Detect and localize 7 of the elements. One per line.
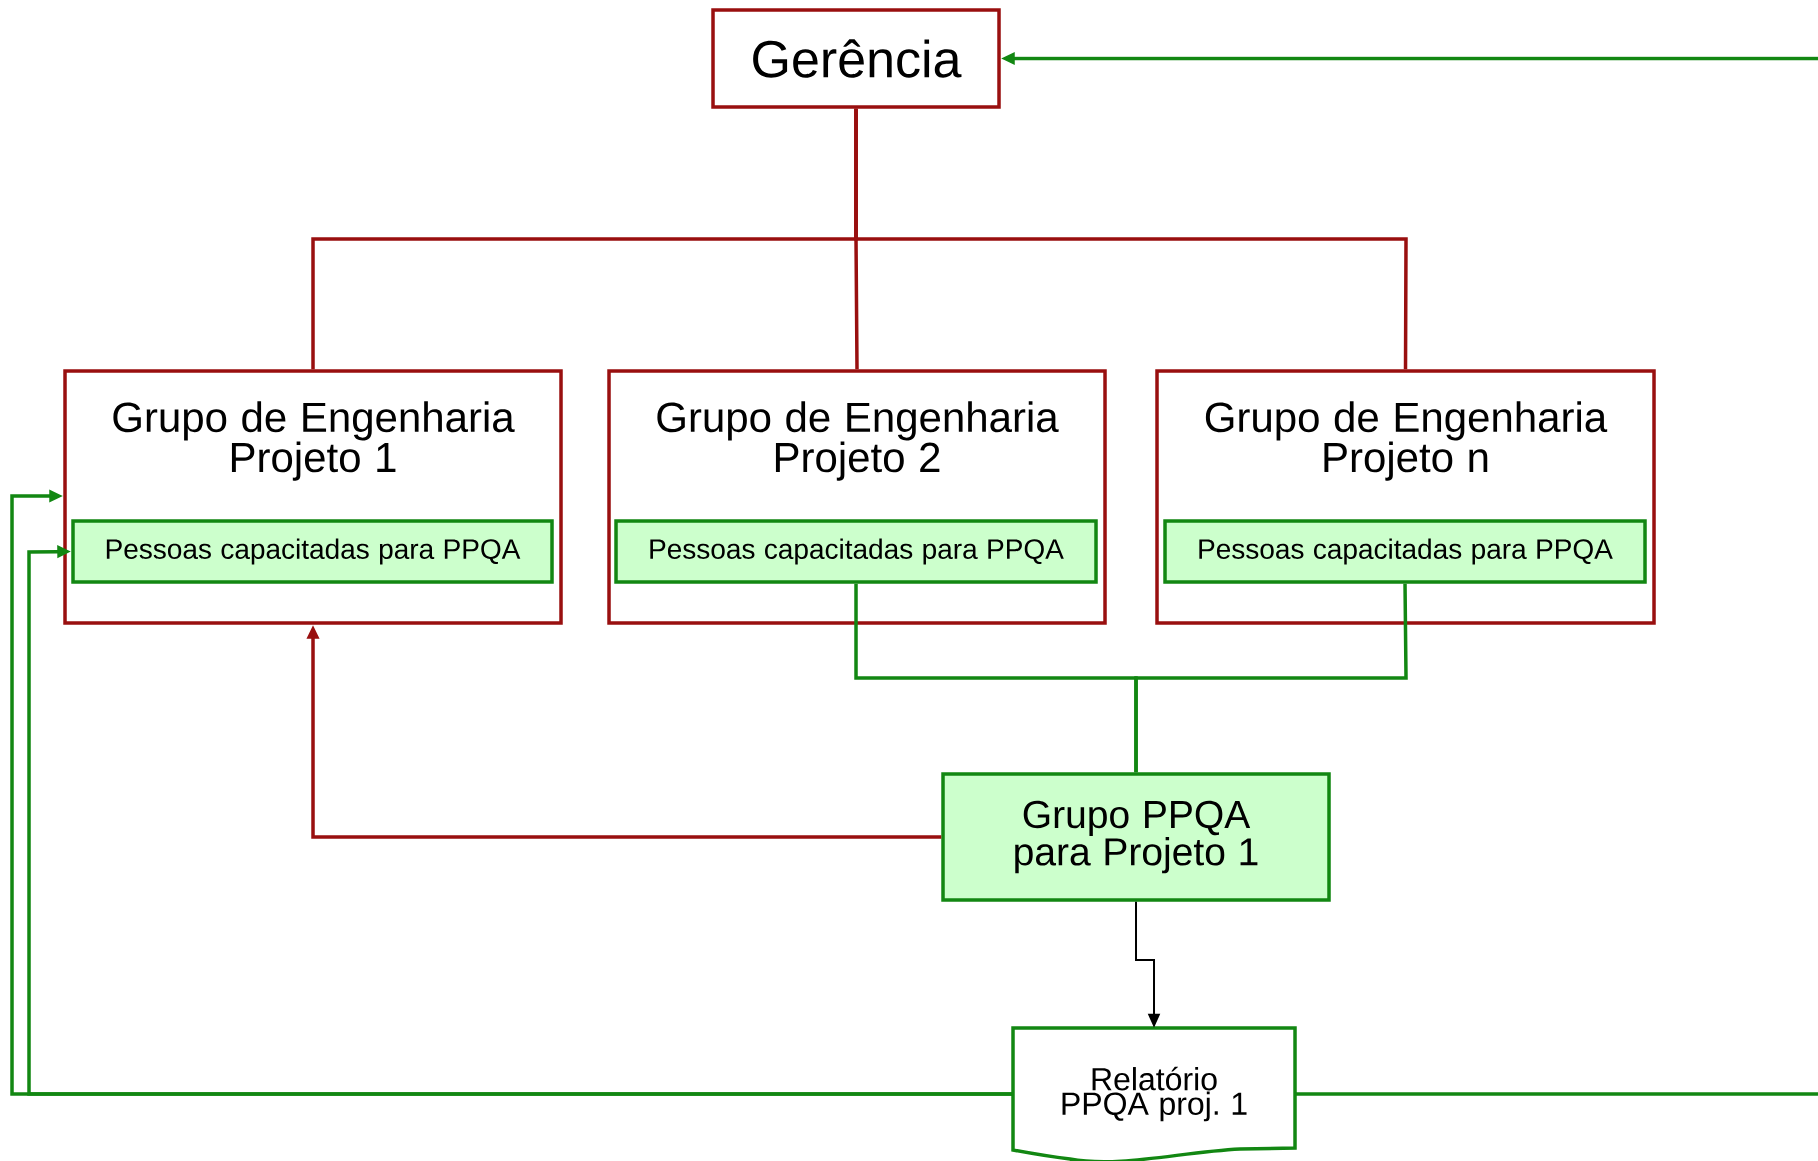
box: Pessoas capacitadas para PPQA [1163, 519, 1647, 584]
box: Pessoas capacitadas para PPQA [71, 519, 554, 584]
connector [854, 108, 1408, 370]
box: Grupo PPQA para Projeto 1 [941, 772, 1331, 902]
connector [1134, 583, 1408, 773]
box: Gerência [711, 8, 1001, 109]
box: Pessoas capacitadas para PPQA [614, 519, 1098, 584]
